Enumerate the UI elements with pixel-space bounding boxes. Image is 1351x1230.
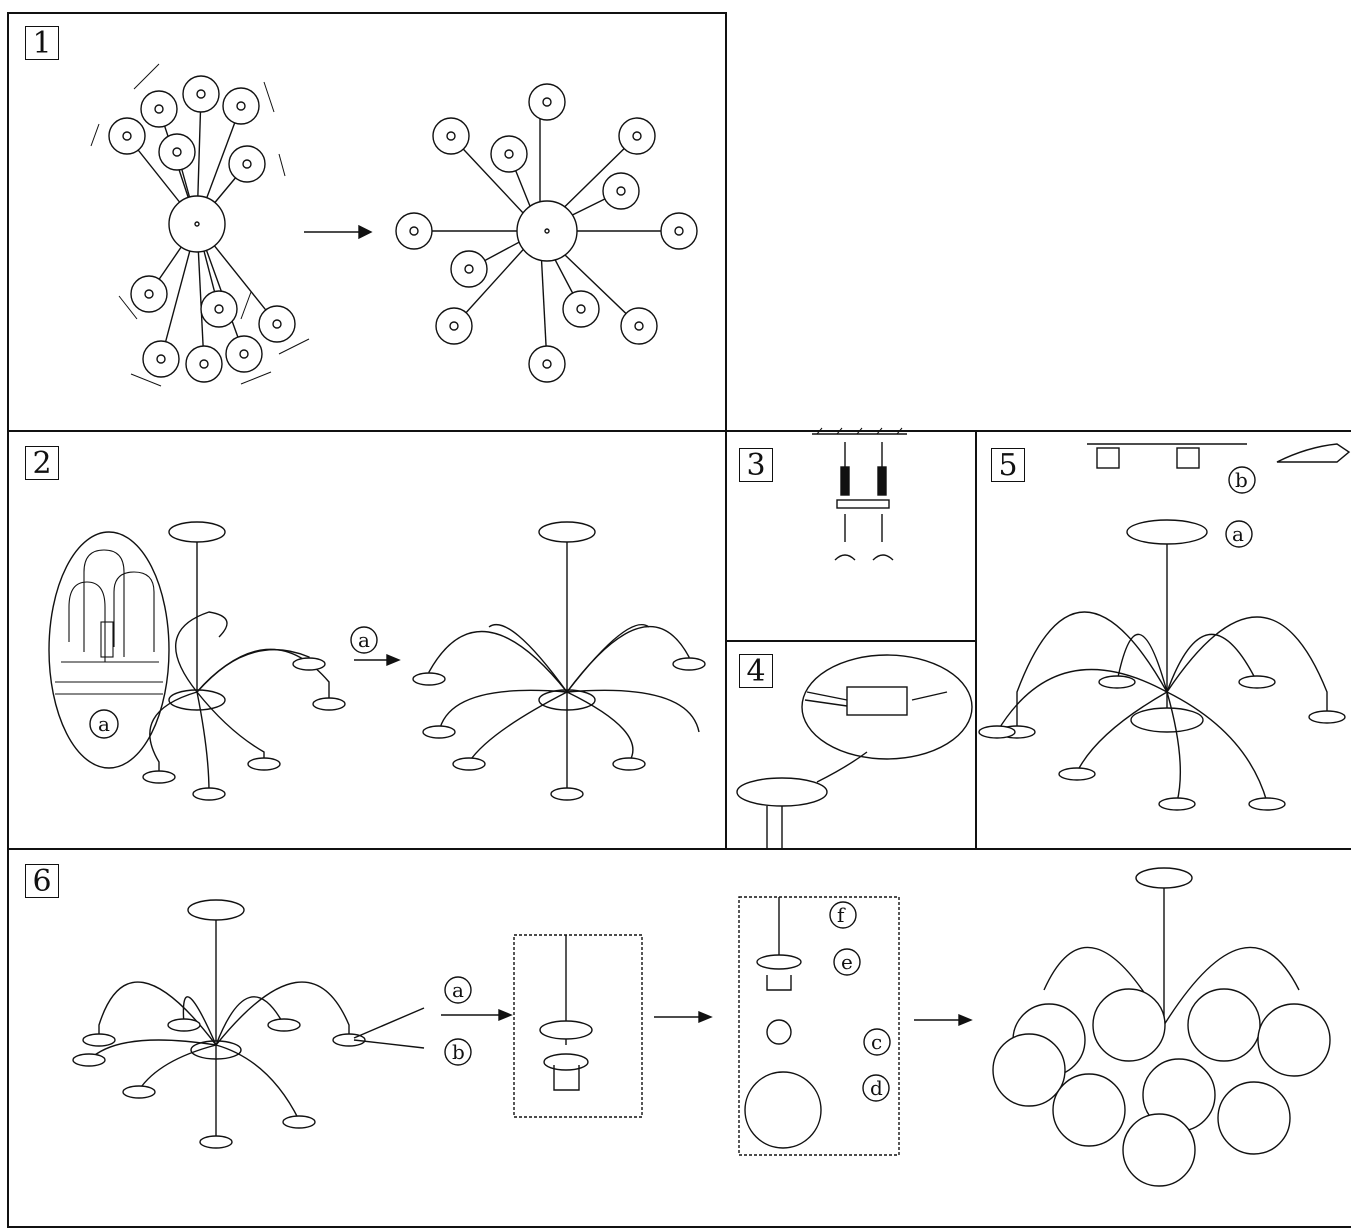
step-number-5: 5 <box>991 448 1025 483</box>
label-f: f <box>837 903 846 927</box>
label-b: b <box>1235 468 1248 492</box>
label-a: a <box>452 978 464 1002</box>
step-number-4: 4 <box>739 654 773 689</box>
step-number-1: 1 <box>25 26 59 61</box>
label-b: b <box>452 1040 465 1064</box>
panel-step-3: 3 <box>725 427 977 642</box>
step-number-2: 2 <box>25 446 59 481</box>
label-e: e <box>841 950 853 974</box>
panel-step-4: 4 <box>725 640 977 852</box>
panel-step-6: 6 <box>7 848 1351 1228</box>
label-d: d <box>870 1076 883 1100</box>
step-1-illustration <box>90 63 698 387</box>
folded-discs <box>108 75 296 383</box>
step-number-6: 6 <box>25 864 59 899</box>
label-a-zoom: a <box>98 712 110 736</box>
step-3-illustration <box>812 427 907 561</box>
step-6-illustration: a b f e c d <box>72 867 1331 1187</box>
screwdriver-icon <box>1276 443 1351 463</box>
label-a: a <box>1232 522 1244 546</box>
glass-globe-icon <box>744 1071 822 1149</box>
step-2-illustration: a a <box>48 521 706 801</box>
label-a: a <box>358 628 370 652</box>
panel-step-2: 2 <box>7 430 727 850</box>
label-c: c <box>871 1030 882 1054</box>
step-5-illustration: b a <box>978 443 1351 811</box>
panel-step-1: 1 <box>7 12 727 432</box>
step-4-illustration <box>736 654 973 852</box>
step-number-3: 3 <box>739 448 773 483</box>
light-bulb-icon <box>766 1019 792 1045</box>
panel-step-5: 5 b a <box>975 430 1351 850</box>
